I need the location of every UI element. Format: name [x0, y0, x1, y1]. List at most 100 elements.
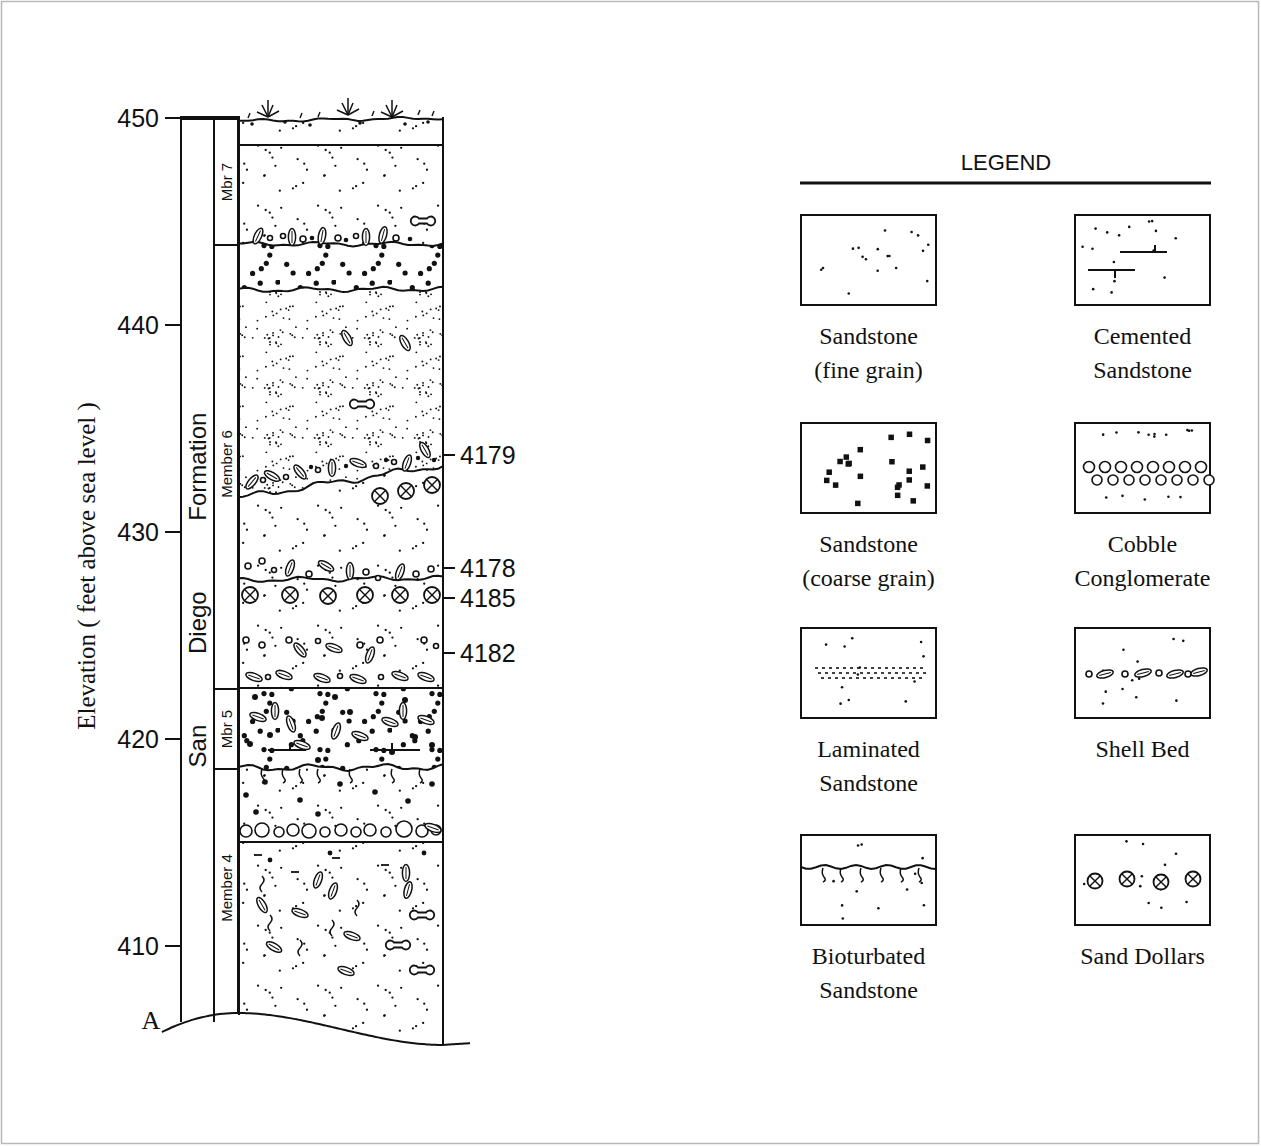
legend-swatch — [925, 438, 931, 444]
fossil-symbol — [343, 930, 361, 943]
legend-swatch — [898, 677, 901, 679]
legend-swatch — [1172, 638, 1175, 641]
fossil-symbol — [417, 671, 435, 684]
fossil-symbol — [377, 226, 388, 244]
legend-swatch — [1094, 227, 1097, 230]
legend-swatch — [1075, 215, 1210, 305]
legend-swatch — [911, 498, 917, 504]
fossil-symbol — [292, 641, 308, 659]
formation-band: San Diego Formation — [180, 118, 215, 1022]
legend-swatch — [1193, 670, 1205, 673]
legend-swatch — [885, 667, 888, 669]
legend-swatch — [895, 493, 901, 499]
fossil-symbol — [349, 769, 352, 783]
fossil-symbol — [317, 559, 335, 574]
fossil-symbol — [422, 851, 427, 856]
fossil-symbol — [410, 911, 434, 920]
fossil-symbol — [346, 563, 353, 580]
legend-swatch — [1188, 475, 1198, 485]
fossil-symbol — [327, 882, 340, 900]
fossil-symbol — [391, 769, 394, 783]
legend-swatch — [822, 868, 825, 882]
legend-swatch — [864, 667, 867, 669]
fossil-symbol — [370, 749, 420, 751]
fossil-symbol — [316, 639, 321, 644]
legend-swatch — [1088, 874, 1103, 889]
legend-swatch — [907, 468, 913, 474]
legend-swatch — [801, 865, 936, 869]
legend-label: Laminated Sandstone — [796, 732, 942, 800]
fossil-symbol — [384, 720, 395, 724]
surface-vegetation — [262, 105, 268, 117]
legend-swatch — [876, 269, 879, 272]
fossil-symbol — [357, 587, 373, 603]
legend-swatch — [860, 843, 863, 846]
fossil-symbol — [427, 590, 438, 601]
fossil-symbol — [375, 491, 386, 502]
fossil-symbol — [249, 711, 267, 724]
fossil-symbol — [243, 637, 249, 643]
legend-swatch — [1108, 475, 1118, 485]
legend-swatch — [909, 672, 912, 674]
legend-swatch — [1191, 429, 1194, 432]
legend-swatch — [1091, 247, 1094, 250]
legend-label: Cemented Sandstone — [1070, 319, 1216, 387]
legend-swatch — [884, 229, 887, 232]
fossil-symbol — [346, 934, 357, 938]
fossil-symbol — [399, 703, 406, 720]
legend-swatch — [825, 643, 828, 646]
legend-swatch — [1128, 226, 1131, 229]
legend-swatch — [833, 482, 839, 488]
legend-swatch — [906, 888, 909, 891]
callout-number: 4182 — [460, 641, 516, 666]
legend-swatch — [1180, 462, 1191, 473]
legend-swatch — [801, 628, 936, 718]
fossil-symbol — [306, 571, 312, 577]
legend-swatch — [818, 672, 821, 674]
legend-swatch — [913, 667, 916, 669]
legend-swatch — [1102, 433, 1105, 436]
legend-label: Sandstone (coarse grain) — [796, 527, 942, 595]
fossil-symbol — [381, 864, 389, 866]
fossil-symbol — [360, 590, 371, 601]
legend-swatch — [917, 234, 920, 237]
legend-swatch — [1154, 245, 1156, 252]
legend-swatch — [922, 655, 925, 658]
fossil-symbol — [320, 827, 330, 837]
fossil-symbol — [302, 824, 316, 838]
axis-tick-label: 420 — [117, 727, 159, 752]
legend-swatch — [832, 672, 835, 674]
fossil-symbol — [434, 644, 439, 649]
callout-number: 4178 — [460, 556, 516, 581]
rock-layer — [238, 117, 443, 145]
bed-boundary — [238, 117, 443, 1045]
legend-swatch — [851, 637, 854, 640]
legend-swatch — [857, 844, 860, 847]
legend-swatch — [888, 435, 894, 441]
fossil-symbol — [351, 730, 369, 743]
bed-boundary — [238, 576, 443, 582]
fossil-symbol — [412, 734, 418, 740]
legend-swatch — [860, 868, 863, 882]
legend-swatch — [815, 637, 926, 705]
fossil-symbol — [408, 237, 413, 242]
fossil-symbol — [288, 229, 295, 246]
legend-swatch — [1116, 462, 1127, 473]
legend-swatch — [836, 667, 839, 669]
fossil-symbol — [420, 675, 431, 679]
legend-swatch — [1120, 251, 1167, 253]
fossil-symbol — [391, 670, 409, 683]
legend-swatch — [1124, 475, 1134, 485]
fossil-symbol — [364, 646, 377, 664]
axis-tick-label: 430 — [117, 520, 159, 545]
legend-swatch — [923, 672, 926, 674]
fossil-symbol — [294, 911, 305, 915]
surface-vegetation — [300, 113, 302, 118]
legend-swatch — [858, 474, 864, 480]
fossil-symbol — [265, 940, 283, 955]
fossil-symbol — [275, 669, 293, 682]
surface-vegetation — [318, 112, 320, 117]
legend-swatch — [905, 677, 908, 679]
legend-swatch — [1086, 638, 1208, 705]
